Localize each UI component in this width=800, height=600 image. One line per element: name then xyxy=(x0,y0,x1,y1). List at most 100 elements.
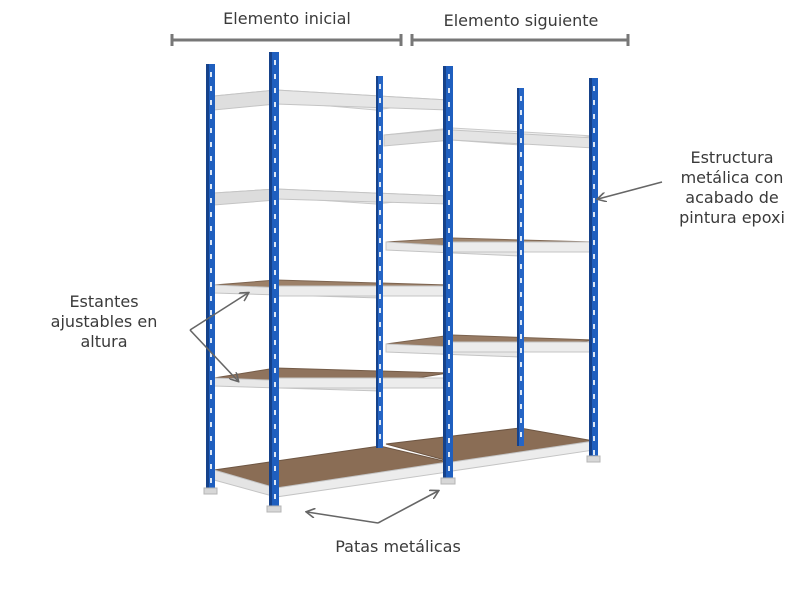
upright-hole xyxy=(274,466,276,471)
upright-hole xyxy=(379,168,381,173)
upright-hole xyxy=(379,252,381,257)
upright-hole xyxy=(593,240,595,245)
upright-hole xyxy=(379,434,381,439)
upright-hole xyxy=(274,298,276,303)
upright-hole xyxy=(448,354,450,359)
upright-hole xyxy=(210,310,212,315)
upright-hole xyxy=(210,198,212,203)
upright-hole xyxy=(274,74,276,79)
upright-hole xyxy=(448,452,450,457)
upright-hole xyxy=(448,200,450,205)
upright-hole xyxy=(520,236,522,241)
upright-hole xyxy=(210,212,212,217)
upright-hole xyxy=(593,422,595,427)
upright-hole xyxy=(379,364,381,369)
upright-hole xyxy=(520,208,522,213)
upright-hole xyxy=(274,214,276,219)
upright-hole xyxy=(593,296,595,301)
upright-hole xyxy=(210,156,212,161)
upright-hole xyxy=(274,480,276,485)
upright-hole xyxy=(210,338,212,343)
upright-hole xyxy=(448,228,450,233)
upright-hole xyxy=(379,392,381,397)
upright-hole xyxy=(379,350,381,355)
upright-hole xyxy=(448,102,450,107)
left-unit-shelves xyxy=(213,89,449,498)
upright-hole xyxy=(210,128,212,133)
bracket-initial-element xyxy=(170,34,403,46)
upright-hole xyxy=(210,366,212,371)
upright-hole xyxy=(448,242,450,247)
upright-hole xyxy=(210,268,212,273)
upright-hole xyxy=(274,88,276,93)
upright-hole xyxy=(448,144,450,149)
upright-hole xyxy=(593,142,595,147)
upright-hole xyxy=(274,186,276,191)
upright-hole xyxy=(593,212,595,217)
upright-hole xyxy=(379,84,381,89)
upright-hole xyxy=(274,242,276,247)
upright-hole xyxy=(274,438,276,443)
upright-hole xyxy=(448,466,450,471)
upright-hole xyxy=(274,102,276,107)
upright-hole xyxy=(379,238,381,243)
upright-hole xyxy=(448,424,450,429)
upright-hole xyxy=(274,452,276,457)
upright-hole xyxy=(274,228,276,233)
upright-hole xyxy=(593,226,595,231)
label-structure-line: acabado de xyxy=(685,188,779,207)
upright-hole xyxy=(448,130,450,135)
upright-hole xyxy=(448,410,450,415)
upright-hole xyxy=(520,264,522,269)
upright-hole xyxy=(520,96,522,101)
upright-hole xyxy=(379,322,381,327)
upright-hole xyxy=(274,200,276,205)
upright-hole xyxy=(593,170,595,175)
upright-hole xyxy=(448,396,450,401)
upright-hole xyxy=(210,226,212,231)
upright-hole xyxy=(448,186,450,191)
upright-hole xyxy=(274,158,276,163)
upright-hole xyxy=(520,306,522,311)
upright-hole xyxy=(274,494,276,499)
upright-hole xyxy=(274,340,276,345)
upright-hole xyxy=(520,166,522,171)
upright-hole xyxy=(448,172,450,177)
upright-hole xyxy=(379,112,381,117)
upright-hole xyxy=(448,326,450,331)
upright-hole xyxy=(520,432,522,437)
upright-hole xyxy=(274,144,276,149)
upright-hole xyxy=(593,156,595,161)
upright-hole xyxy=(448,74,450,79)
upright-hole xyxy=(593,436,595,441)
upright-hole xyxy=(274,326,276,331)
upright-hole xyxy=(520,124,522,129)
label-shelves-line: Estantes xyxy=(69,292,139,311)
upright-hole xyxy=(379,280,381,285)
upright-hole xyxy=(520,334,522,339)
upright-hole xyxy=(210,450,212,455)
upright-hole xyxy=(593,366,595,371)
label-initial-element: Elemento inicial xyxy=(223,9,351,28)
upright-hole xyxy=(520,320,522,325)
upright-hole xyxy=(520,194,522,199)
right-unit-shelves xyxy=(383,127,595,472)
upright-hole xyxy=(274,312,276,317)
upright-hole xyxy=(593,184,595,189)
upright-hole xyxy=(379,336,381,341)
label-shelves: Estantes ajustables en altura xyxy=(34,292,174,352)
upright-hole xyxy=(448,340,450,345)
upright-hole xyxy=(520,404,522,409)
upright-hole xyxy=(520,138,522,143)
label-next-element: Elemento siguiente xyxy=(443,11,599,30)
upright-hole xyxy=(210,436,212,441)
upright-hole xyxy=(379,406,381,411)
upright-hole xyxy=(520,152,522,157)
upright-hole xyxy=(379,378,381,383)
upright-hole xyxy=(210,422,212,427)
upright-hole xyxy=(274,368,276,373)
label-structure-line: metálica con xyxy=(680,168,784,187)
upright-hole xyxy=(593,198,595,203)
upright-hole xyxy=(448,438,450,443)
